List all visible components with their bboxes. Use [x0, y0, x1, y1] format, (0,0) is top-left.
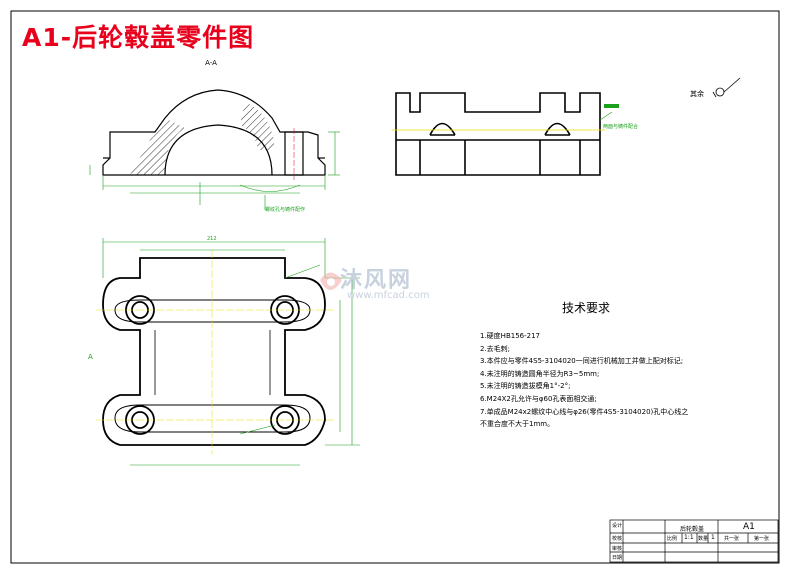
title-block-drawing-no: A1 — [743, 522, 755, 532]
tech-requirements-list: 1.硬度HB156-217 2.去毛刺; 3.本件应与零件4S5-3104020… — [480, 330, 688, 431]
side-view-leader — [599, 111, 613, 121]
title-block-row-label: 校核 — [612, 536, 623, 542]
title-block-row-label: 日期 — [612, 555, 623, 561]
tech-requirement-item: 不重合度不大于1mm。 — [480, 420, 555, 429]
title-block-sheets: 共一张 — [724, 536, 740, 542]
title-block-qty: 1 — [711, 534, 715, 541]
watermark-brand: 沐风网 — [340, 268, 413, 293]
title-block-qty-label: 数量 — [698, 536, 709, 542]
plan-dimensions — [102, 238, 360, 466]
tech-requirement-item: 3.本件应与零件4S5-3104020一同进行机械加工并做上配对标记; — [480, 357, 684, 366]
side-view — [395, 92, 601, 176]
cover-note: 螺纹孔与铸件配作 — [265, 207, 306, 213]
tech-requirement-item: 6.M24X2孔允许与φ60孔表面相交通; — [480, 394, 597, 403]
title-block-row-label: 设计 — [612, 523, 623, 529]
watermark-logo — [320, 272, 342, 290]
surface-finish-label: 其余 — [690, 90, 704, 98]
tech-requirement-item: 5.未注明的铸造拔模角1°-2°; — [480, 382, 571, 391]
tech-requirement-item: 2.去毛刺; — [480, 344, 511, 353]
tech-requirement-item: 4.未注明的铸造圆角半径为R3~5mm; — [480, 369, 600, 378]
tech-requirement-item: 7.单成品M24x2螺纹中心线与φ26(零件4S5-3104020)孔中心线之 — [480, 407, 689, 416]
title-block-sheet-no: 第一张 — [754, 536, 770, 542]
drawing-border — [10, 10, 780, 564]
watermark-url: www.mfcad.com — [347, 290, 430, 301]
section-view-a-a — [102, 89, 326, 180]
title-block-scale: 1:1 — [684, 534, 694, 541]
plan-view — [102, 257, 326, 446]
right-note: 两面与铸件配合 — [603, 124, 639, 130]
overall-width-dimension: 212 — [207, 236, 217, 242]
section-label: A-A — [205, 59, 217, 67]
title-block-scale-label: 比例 — [667, 536, 678, 542]
side-view-marker — [604, 104, 619, 108]
drawing-title: A1-后轮毂盖零件图 — [22, 23, 255, 52]
title-block-grid — [609, 519, 779, 563]
tech-requirements-heading: 技术要求 — [562, 301, 611, 315]
section-dimensions — [89, 131, 340, 210]
view-label-a: A — [88, 353, 93, 361]
surface-finish-symbol — [712, 77, 741, 98]
title-block-row-label: 审核 — [612, 546, 623, 552]
title-block-part-name: 后轮毂盖 — [680, 526, 705, 533]
tech-requirement-item: 1.硬度HB156-217 — [480, 332, 540, 340]
